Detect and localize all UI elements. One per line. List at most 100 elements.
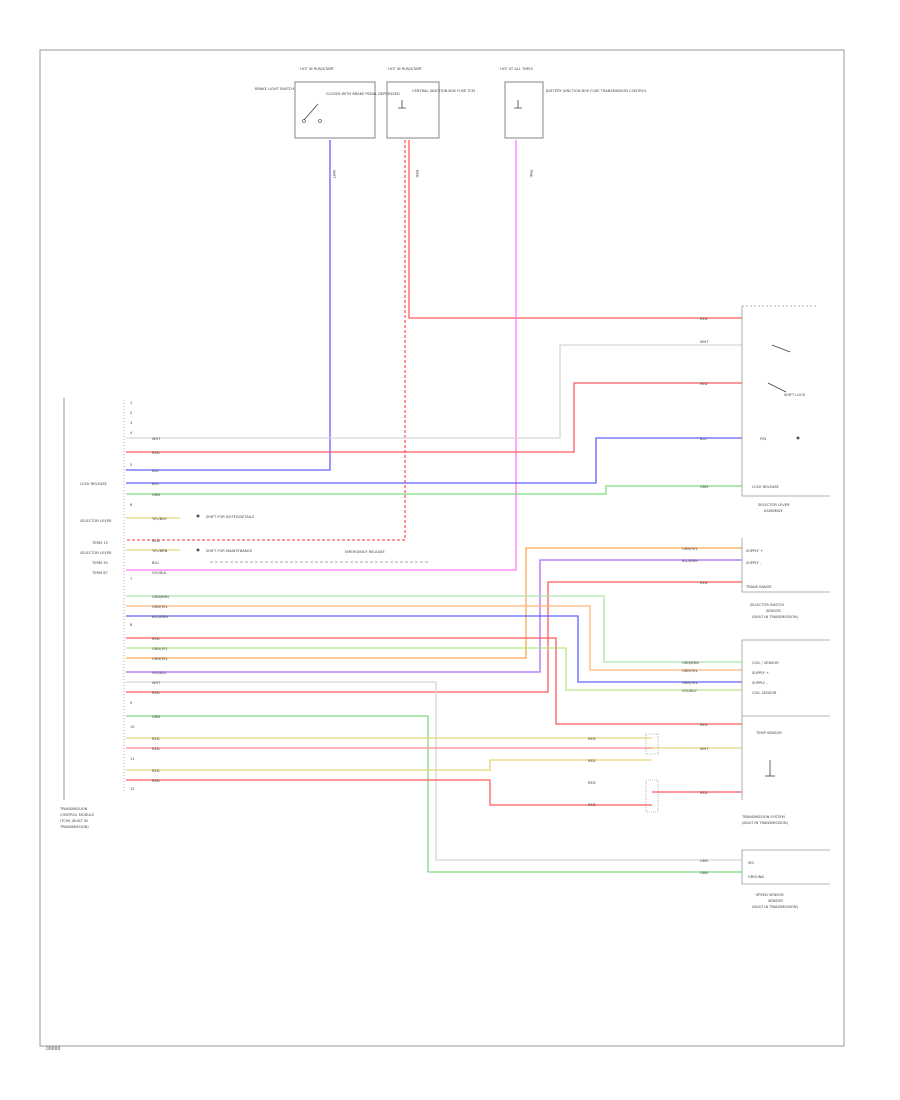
solenoid-block: RED RED RED RED (588, 733, 659, 813)
wire-blue-selector (126, 437, 742, 484)
component-wire: GRN (700, 859, 708, 863)
transmission-system: COIL / SENSOR SUPPLY + SUPPLY - COIL SEN… (682, 639, 830, 825)
component-label: (BUILT IN TRANSMISSION) (752, 905, 799, 909)
wire-red-sensor (126, 581, 742, 693)
component-pin: COIL SENSOR (752, 691, 777, 695)
wire-yellow-solenoid-2 (126, 759, 652, 771)
diagram-frame (39, 49, 845, 1047)
solenoid-wire: RED (588, 803, 596, 807)
component-wire: VIO/BLU (682, 689, 697, 693)
switch-desc: CLOSED WITH BRAKE PEDAL DEPRESSED (326, 92, 400, 96)
wire-red-solenoid-2 (126, 779, 652, 806)
component-label: (BUILT IN TRANSMISSION) (752, 615, 799, 619)
wire-red-fuse-2 (408, 140, 742, 319)
tcm-left-label: TERM 30 (91, 561, 108, 565)
component-wire: RED (700, 317, 708, 321)
component-wire: GRN (700, 871, 708, 875)
component-label: TRANSMISSION SYSTEM (741, 815, 785, 819)
wire-code: BLU (152, 469, 159, 473)
wire-code: WHT (152, 681, 161, 685)
wire-code: GRN (152, 493, 160, 497)
wire-code: YEL/BRN (152, 549, 168, 553)
tcm-pin: 9 (130, 701, 133, 705)
tcm-pin: 1 (130, 401, 132, 405)
wire-code: RED (152, 737, 160, 741)
tcm-pin: 3 (130, 421, 132, 425)
component-pin: TRANS RANGE (745, 585, 772, 589)
solenoid-wire: RED (588, 781, 596, 785)
wire-code: VIO/BLU (152, 671, 167, 675)
tcm-pin: 7 (130, 577, 132, 581)
wire-green-selector (126, 485, 742, 495)
wire-code: ORN/YEL (152, 657, 168, 661)
wire-code: VIO/BLK (152, 571, 167, 575)
component-wire: GRN/YEL (682, 669, 698, 673)
wire-code: BLU/BRN (152, 615, 168, 619)
tcm-pin: 4 (130, 431, 133, 435)
component-label: (BUILT IN TRANSMISSION) (742, 821, 789, 825)
component-wire: GRN/BRN (682, 661, 699, 665)
tcm-pin: 12 (130, 787, 135, 791)
switch-name: BRAKE LIGHT SWITCH (255, 87, 294, 91)
tcm-module: TRANSMISSION CONTROL MODULE (TCM) (BUILT… (59, 398, 385, 829)
fuse-header: HOT IN RUN/START (388, 67, 423, 71)
component-wire: ORN/YEL (682, 681, 698, 685)
tcm-note: EMERGENCY RELEASE (345, 550, 385, 554)
component-label: SENSOR (766, 609, 781, 613)
brake-light-switch: HOT IN RUN/START BRAKE LIGHT SWITCH CLOS… (255, 67, 400, 179)
selector-switch-sensor: SUPPLY + SUPPLY - TRANS RANGE ORN/YEL BL… (682, 538, 830, 619)
wire-code: RED (152, 779, 160, 783)
central-junction-fuse: HOT IN RUN/START CENTRAL JUNCTION BOX FU… (386, 67, 475, 178)
tcm-pin: 8 (130, 623, 133, 627)
speed-sensor: SIG GROUND GRN GRN SPEED SENSOR SENSOR (… (700, 849, 830, 909)
component-wire: BLU/BRN (682, 559, 698, 563)
component-wire: RED (700, 791, 708, 795)
component-label: SPEED SENSOR (756, 893, 784, 897)
wire-code: GRN/YEL (152, 647, 168, 651)
solenoid-wire: RED (588, 737, 596, 741)
tcm-pin: 5 (130, 463, 132, 467)
wire-pink-battery (126, 140, 517, 571)
wires (126, 140, 742, 873)
fuse-desc: CENTRAL JUNCTION BOX FUSE TCM (412, 89, 475, 93)
fuse-box (504, 81, 544, 139)
fuse-header: HOT AT ALL TIMES (500, 67, 534, 71)
tcm-note: SHIFT FOR NOTES/DETAILS (206, 515, 255, 519)
wire-code: RED (152, 769, 160, 773)
component-wire: WHT (700, 340, 709, 344)
wire-code: RED (152, 539, 160, 543)
component-label: SELECTOR LEVER (758, 503, 790, 507)
tcm-pin: 10 (130, 725, 135, 729)
component-pin: LOCK RELEASE (752, 485, 779, 489)
tcm-left-label: SELECTOR LEVER (80, 519, 112, 523)
component-pin: P/N (760, 437, 766, 441)
component-pin: COIL / SENSOR (752, 661, 779, 665)
component-label: SENSOR (768, 899, 783, 903)
component-wire: ORN/YEL (682, 547, 698, 551)
selector-lever-assembly: SHIFT LOCK P/N LOCK RELEASE RED WHT RED … (700, 305, 830, 513)
wire-red-sys (126, 637, 742, 725)
component-pin: SUPPLY + (752, 671, 769, 675)
component-wire: RED (700, 723, 708, 727)
component-label: SELECTOR SWITCH (750, 603, 784, 607)
wire-green-speed (126, 715, 742, 873)
tcm-left-label: SELECTOR LEVER (80, 551, 112, 555)
component-wire: RED (700, 581, 708, 585)
footer-code: 00000 (46, 1046, 60, 1052)
tcm-pin: 2 (130, 411, 132, 415)
wire-code: RED (152, 451, 160, 455)
tcm-label-line: (TCM) (BUILT IN (60, 819, 88, 823)
component-label: ASSEMBLY (764, 509, 783, 513)
solenoid-wire: RED (588, 759, 596, 763)
tcm-label-line: TRANSMISSION (59, 807, 88, 811)
wire-code: BLU (152, 482, 159, 486)
component-wire: BLU (700, 437, 707, 441)
wire-orange-sys (126, 605, 742, 671)
wire-green-yel-sys (126, 647, 742, 691)
wire-code: GRN/BRN (152, 595, 169, 599)
component-wire: RED (700, 382, 708, 386)
component-pin: TEMP SENSOR (755, 731, 782, 735)
switch-header: HOT IN RUN/START (300, 67, 335, 71)
component-wire: WHT (700, 747, 709, 751)
